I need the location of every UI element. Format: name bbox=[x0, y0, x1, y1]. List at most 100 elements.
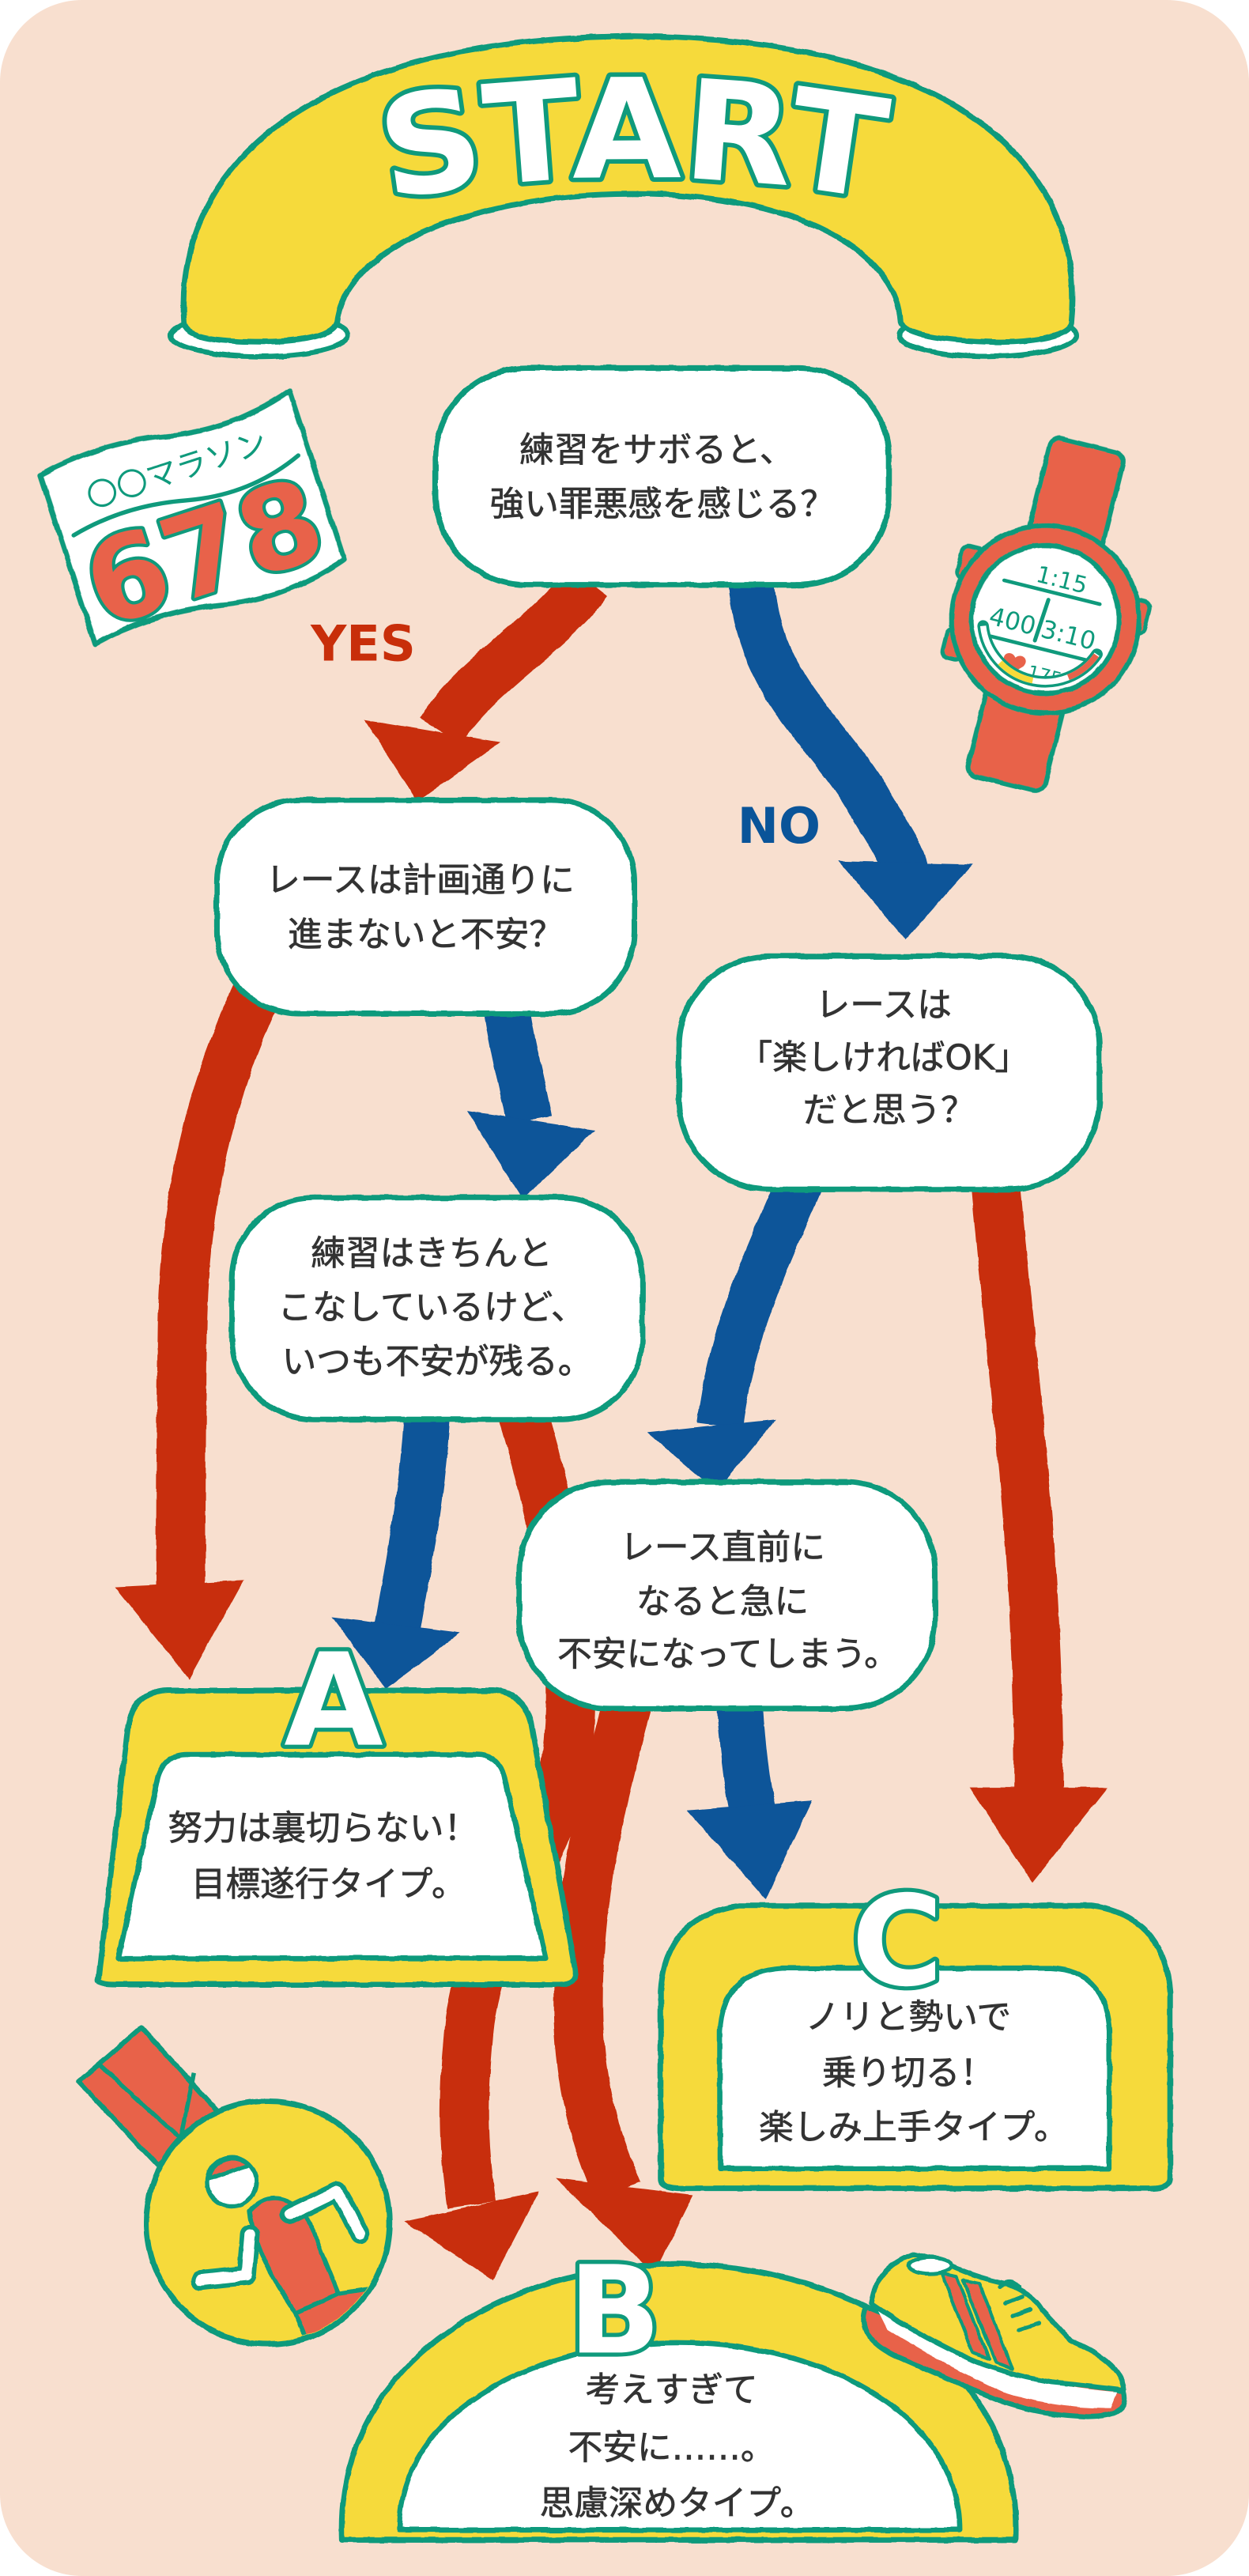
result-text: ノリと勢いで 乗り切る！ 楽しみ上手タイプ。 bbox=[759, 1997, 1068, 2147]
shoe-stripe bbox=[940, 2272, 991, 2361]
text-line: レースは bbox=[816, 985, 952, 1025]
start-title-text: START bbox=[365, 45, 901, 236]
result-c: C ノリと勢いで 乗り切る！ 楽しみ上手タイプ。 bbox=[658, 1865, 1173, 2192]
arrow-q2-to-q3-no bbox=[466, 1002, 595, 1199]
shoe-laces bbox=[997, 2279, 1041, 2332]
arrowhead bbox=[647, 1419, 776, 1492]
question-text: 練習はきちんと こなしているけど、 いつも不安が残る。 bbox=[277, 1233, 596, 1382]
watch-gauge-red bbox=[979, 625, 1100, 685]
text-line: ノリと勢いで bbox=[806, 1997, 1012, 2038]
arrow-q1-to-q4-no bbox=[728, 579, 973, 940]
text-line: 不安に……。 bbox=[568, 2427, 775, 2468]
bib-wave-line bbox=[71, 453, 300, 538]
arrow-band bbox=[156, 983, 279, 1597]
shoe-sole-stripe bbox=[877, 2310, 1118, 2409]
question-box bbox=[213, 797, 638, 1017]
arrowhead bbox=[687, 1800, 812, 1899]
arrow-band bbox=[728, 579, 929, 877]
bib-card bbox=[37, 388, 347, 647]
runner-arm bbox=[194, 2229, 255, 2286]
text-line: レースは計画通りに bbox=[266, 860, 575, 901]
question-box bbox=[228, 1195, 646, 1422]
question-5: レース直前に なると急に 不安になってしまう。 bbox=[516, 1479, 938, 1712]
text-line: レース直前に bbox=[620, 1528, 825, 1568]
runner-shirt bbox=[247, 2196, 341, 2316]
text-line: 考えすぎて bbox=[585, 2370, 757, 2411]
result-text: 努力は裏切らない！ 目標遂行タイプ。 bbox=[168, 1808, 489, 1905]
text-line: 楽しみ上手タイプ。 bbox=[759, 2107, 1068, 2147]
watch-gauge-yellow bbox=[979, 625, 1100, 685]
question-box bbox=[432, 364, 892, 588]
question-2: レースは計画通りに 進まないと不安？ bbox=[213, 797, 638, 1017]
arrow-band bbox=[968, 1147, 1064, 1794]
watch-divider bbox=[1032, 598, 1051, 643]
arrow-band bbox=[483, 1002, 553, 1125]
question-text: 練習をサボると、 強い罪悪感を感じる？ bbox=[490, 430, 835, 525]
text-line: 目標遂行タイプ。 bbox=[191, 1864, 466, 1905]
arrowhead bbox=[838, 860, 973, 940]
result-panel bbox=[396, 2340, 963, 2533]
arrowhead bbox=[364, 720, 500, 802]
question-3: 練習はきちんと こなしているけど、 いつも不安が残る。 bbox=[228, 1195, 646, 1422]
start-arch: START bbox=[168, 33, 1080, 360]
text-line: 不安になってしまう。 bbox=[557, 1634, 899, 1675]
question-box bbox=[516, 1479, 938, 1712]
arrowhead bbox=[404, 2191, 539, 2280]
arrow-q3-to-a-no bbox=[331, 1411, 461, 1689]
arrowhead bbox=[555, 2178, 694, 2274]
text-line: 思慮深めタイプ。 bbox=[540, 2483, 815, 2524]
arrowhead bbox=[115, 1580, 243, 1679]
text-line: 乗り切る！ bbox=[822, 2053, 994, 2094]
text-line: 努力は裏切らない！ bbox=[168, 1808, 478, 1849]
runner-arm bbox=[284, 2186, 366, 2240]
start-title: START bbox=[369, 50, 896, 232]
runner-cap bbox=[206, 2156, 252, 2181]
question-4: レースは 「楽しければOK」 だと思う？ bbox=[676, 953, 1103, 1192]
text-line: 練習をサボると、 bbox=[519, 430, 794, 470]
start-arch-body bbox=[180, 33, 1076, 346]
text-line: こなしているけど、 bbox=[277, 1287, 585, 1328]
result-panel bbox=[717, 1965, 1112, 2172]
arrow-q2-to-a-yes bbox=[115, 983, 279, 1679]
watch-divider bbox=[1002, 578, 1102, 606]
text-line: 強い罪悪感を感じる？ bbox=[490, 484, 835, 524]
question-1: 練習をサボると、 強い罪悪感を感じる？ bbox=[432, 364, 892, 588]
yes-label: YES bbox=[310, 614, 416, 672]
arrow-band bbox=[716, 1700, 775, 1815]
arrow-q5-to-b-yes bbox=[553, 1695, 694, 2274]
result-a: A 努力は裏切らない！ 目標遂行タイプ。 bbox=[95, 1622, 579, 1988]
result-letter-c: C bbox=[851, 1869, 943, 2015]
result-letter-b: B bbox=[568, 2240, 661, 2381]
shoe-collar bbox=[907, 2255, 954, 2276]
running-shoe-icon bbox=[861, 2251, 1128, 2419]
watch-icon: 1:15 400 3:10 175 bbox=[940, 436, 1152, 794]
start-arch-shape bbox=[168, 33, 1080, 360]
arrow-band bbox=[375, 1411, 451, 1631]
arrow-q5-to-c-no bbox=[687, 1700, 812, 1899]
text-line: だと思う？ bbox=[803, 1090, 975, 1131]
watch-divider bbox=[985, 633, 1091, 663]
question-text: レースは計画通りに 進まないと不安？ bbox=[266, 860, 585, 955]
arrowhead bbox=[331, 1616, 461, 1689]
result-b: B 考えすぎて 不安に……。 思慮深めタイプ。 bbox=[338, 2236, 1019, 2543]
arrow-band bbox=[419, 566, 608, 745]
arrow-q1-to-q2-yes bbox=[364, 566, 608, 802]
no-label: NO bbox=[738, 797, 821, 855]
result-letter-a: A bbox=[284, 1627, 383, 1776]
text-line: 進まないと不安？ bbox=[288, 915, 564, 955]
question-box bbox=[676, 953, 1103, 1192]
shoe-stripe bbox=[961, 2278, 1014, 2371]
result-text: 考えすぎて 不安に……。 思慮深めタイプ。 bbox=[540, 2370, 815, 2524]
arrow-q4-to-c-yes bbox=[968, 1147, 1108, 1883]
text-line: 「楽しければOK」 bbox=[738, 1038, 1029, 1078]
text-line: なると急に bbox=[636, 1581, 809, 1622]
arrow-band bbox=[553, 1695, 652, 2201]
question-text: レースは 「楽しければOK」 だと思う？ bbox=[738, 985, 1040, 1131]
text-line: いつも不安が残る。 bbox=[282, 1342, 593, 1382]
arrowhead bbox=[466, 1110, 595, 1199]
arrowhead bbox=[969, 1787, 1108, 1883]
text-line: 練習はきちんと bbox=[311, 1233, 552, 1274]
question-text: レース直前に なると急に 不安になってしまう。 bbox=[557, 1528, 899, 1675]
result-panel bbox=[115, 1751, 549, 1962]
